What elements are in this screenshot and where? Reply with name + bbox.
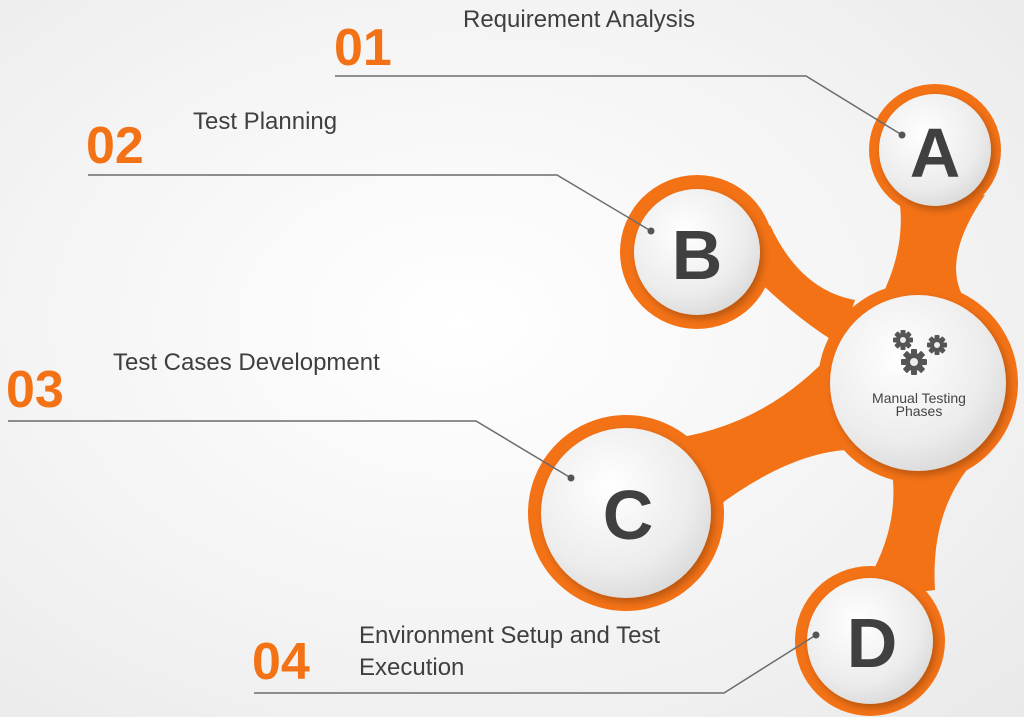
- phase-discs: [541, 94, 1006, 704]
- disc-d: [807, 578, 933, 704]
- phase-title-environment-setup: Environment Setup and Test Execution: [359, 620, 660, 684]
- phase-title-line1: Environment Setup and Test: [359, 622, 661, 649]
- phase-number-03: 03: [6, 361, 64, 419]
- disc-a: [879, 94, 991, 206]
- phase-number-02: 02: [86, 117, 144, 175]
- disc-b: [634, 189, 760, 315]
- phase-title-line2: Execution: [359, 654, 465, 681]
- leader-line-a: [335, 75, 903, 136]
- phase-letter-c: C: [603, 476, 654, 554]
- phase-letter-d: D: [847, 604, 898, 682]
- leader-line-c: [8, 420, 572, 479]
- disc-center: [830, 295, 1006, 471]
- center-label-line1: Manual Testing: [872, 390, 966, 406]
- phase-letter-a: A: [910, 114, 961, 192]
- gears-icon: [893, 330, 947, 375]
- leader-lines: [8, 75, 903, 694]
- leader-line-d: [254, 634, 817, 694]
- phase-number-01: 01: [334, 19, 392, 77]
- leader-line-b: [88, 174, 652, 232]
- phase-letter-b: B: [672, 216, 723, 294]
- phase-title-test-cases-development: Test Cases Development: [113, 349, 380, 376]
- leader-dots: [567, 131, 906, 639]
- disc-c: [541, 428, 711, 598]
- phase-title-requirement-analysis: Requirement Analysis: [463, 6, 696, 33]
- phase-number-04: 04: [252, 633, 310, 691]
- phase-title-test-planning: Test Planning: [193, 108, 338, 135]
- center-label-line2: Phases: [896, 403, 943, 419]
